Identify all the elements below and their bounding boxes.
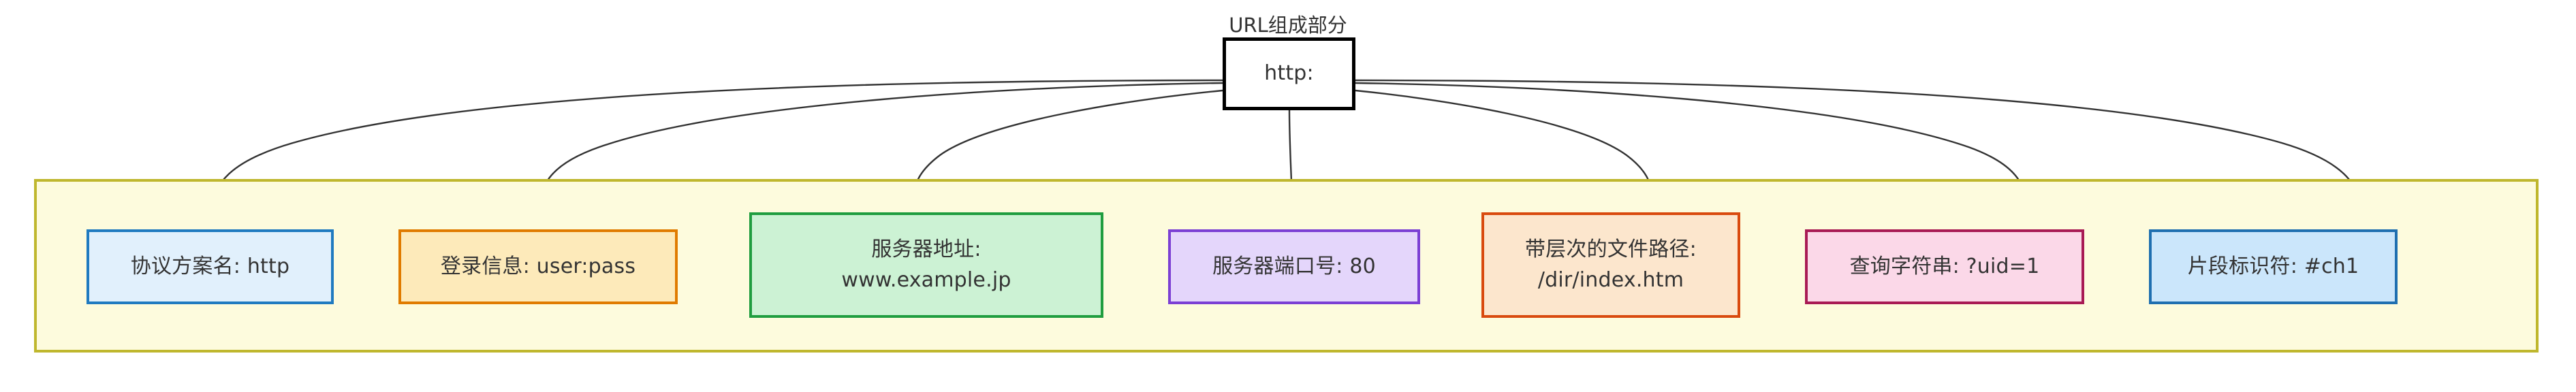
node-fragment-label: 片段标识符: #ch1 (2187, 254, 2359, 278)
node-host-label: 服务器地址: www.example.jp (841, 238, 1011, 292)
node-port[interactable]: 服务器端口号: 80 (1168, 229, 1420, 304)
root-node-http[interactable]: http: (1223, 37, 1355, 110)
node-host[interactable]: 服务器地址: www.example.jp (749, 212, 1103, 318)
node-query[interactable]: 查询字符串: ?uid=1 (1805, 229, 2084, 304)
node-port-label: 服务器端口号: 80 (1212, 254, 1376, 278)
node-credentials-label: 登录信息: user:pass (440, 254, 636, 278)
node-credentials[interactable]: 登录信息: user:pass (398, 229, 678, 304)
cluster-title: URL组成部分 (1229, 14, 1347, 37)
node-path[interactable]: 带层次的文件路径: /dir/index.htm (1481, 212, 1740, 318)
node-scheme-label: 协议方案名: http (130, 254, 290, 278)
node-query-label: 查询字符串: ?uid=1 (1849, 254, 2040, 278)
node-fragment[interactable]: 片段标识符: #ch1 (2149, 229, 2398, 304)
node-scheme[interactable]: 协议方案名: http (87, 229, 334, 304)
node-path-label: 带层次的文件路径: /dir/index.htm (1525, 238, 1697, 292)
root-node-label: http: (1264, 61, 1314, 86)
